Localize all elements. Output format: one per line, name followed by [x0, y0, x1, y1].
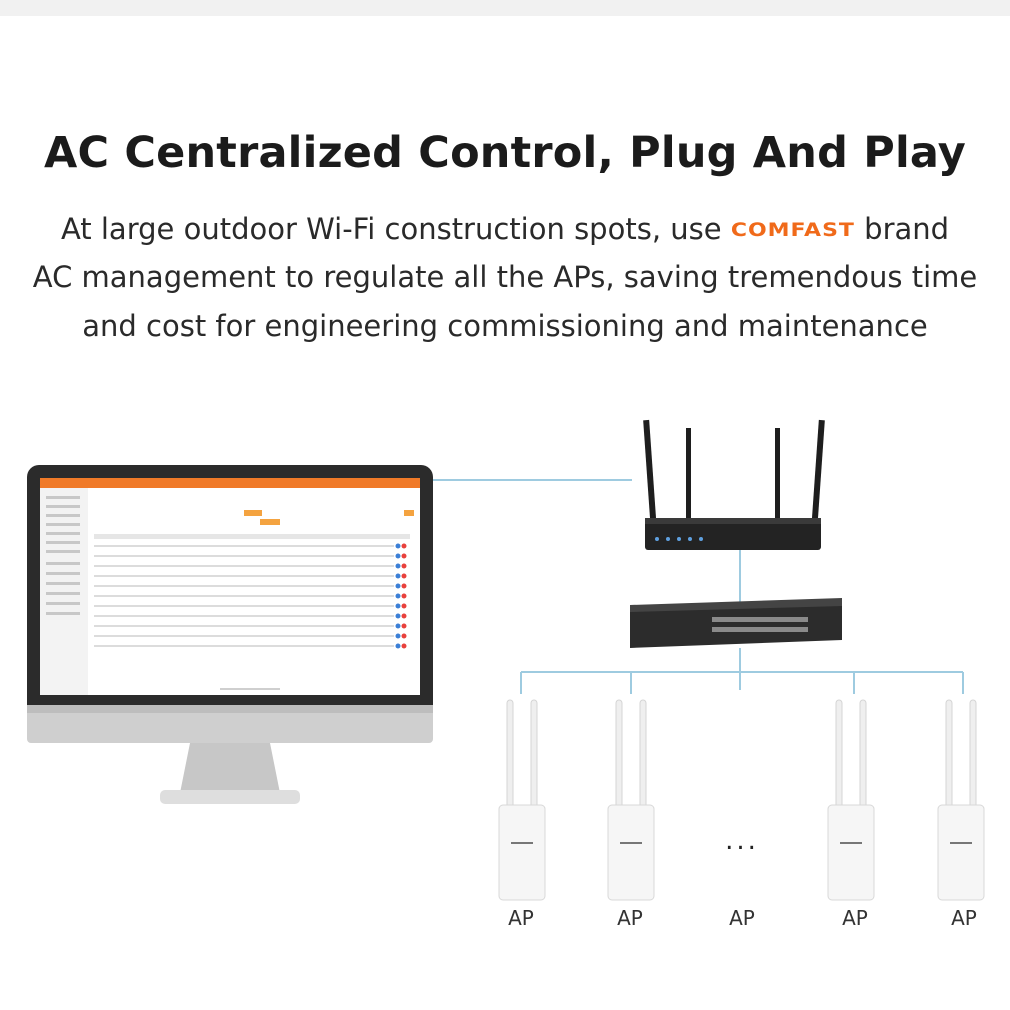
- description-line-1-start: At large outdoor Wi-Fi construction spot…: [60, 212, 731, 246]
- more-devices-ellipsis: ...: [725, 826, 759, 856]
- ap-label: AP: [508, 906, 534, 930]
- description-line-3: and cost for engineering commissioning a…: [82, 309, 928, 343]
- ap-label: AP: [842, 906, 868, 930]
- router-icon: [643, 419, 825, 550]
- ap-device-icon: [607, 699, 655, 901]
- description-line-2: AC management to regulate all the APs, s…: [32, 260, 978, 294]
- ap-device-icon: [827, 699, 875, 901]
- description-line-1: At large outdoor Wi-Fi construction spot…: [0, 212, 1010, 246]
- description-line-1-end: brand: [854, 212, 950, 246]
- comfast-brand-logo: COMFAST: [730, 219, 855, 242]
- page-title: AC Centralized Control, Plug And Play: [43, 128, 967, 178]
- ap-label: AP: [951, 906, 977, 930]
- ap-label: AP: [617, 906, 643, 930]
- connection-lines: [432, 479, 964, 694]
- ap-device-icon: [937, 699, 985, 901]
- ap-device-icon: [498, 699, 546, 901]
- monitor-icon: [27, 465, 433, 804]
- ap-label: AP: [729, 906, 755, 930]
- switch-icon: [630, 598, 842, 648]
- top-strip: [0, 0, 1010, 16]
